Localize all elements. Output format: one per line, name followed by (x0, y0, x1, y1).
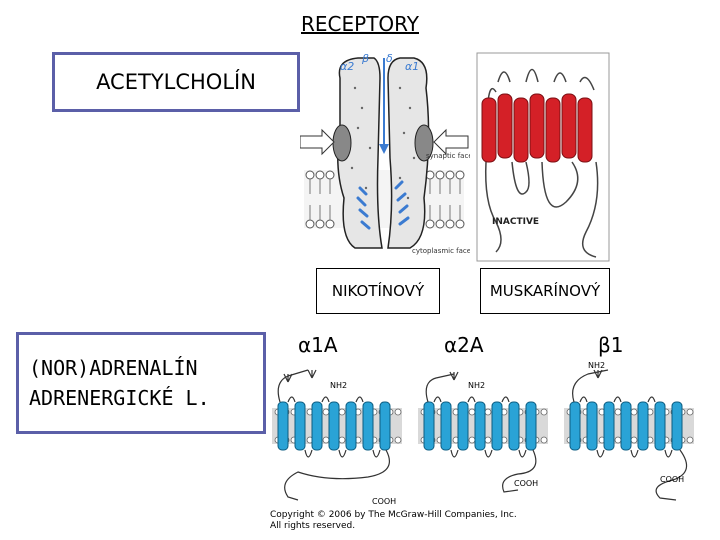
alpha1a-nh2: NH2 (330, 381, 347, 390)
beta1-cooh: COOH (660, 475, 684, 484)
copyright-line2: All rights reserved. (270, 521, 356, 531)
subunit-a2: α2 (340, 60, 354, 73)
acetylcholine-box: ACETYLCHOLÍN (52, 52, 300, 112)
alpha2a-cooh: COOH (514, 479, 538, 488)
alpha1a-receptor: α1A NH2 COOH (271, 333, 403, 506)
alpha2a-label: α2A (444, 333, 484, 357)
muscarinic-receptor-diagram: INACTIVE (476, 52, 610, 262)
muscarinic-helices (481, 93, 593, 163)
subunit-d: δ (386, 52, 393, 65)
acetylcholine-label: ACETYLCHOLÍN (96, 70, 256, 94)
copyright-line1: Copyright © 2006 by The McGraw-Hill Comp… (270, 510, 517, 520)
nicotinic-receptor-diagram: α2 β δ α1 synaptic face cytoplasmic face (300, 52, 470, 255)
adrenaline-box: (NOR)ADRENALÍN ADRENERGICKÉ L. (16, 332, 266, 434)
membrane (304, 170, 465, 229)
beta1-receptor: β1 NH2 COOH (563, 333, 695, 501)
right-ligand-arrow (433, 128, 469, 156)
beta1-nh2: NH2 (588, 361, 605, 370)
left-ligand-arrow (300, 128, 335, 156)
channel-arrow (379, 58, 389, 154)
muscarinic-label: MUSKARÍNOVÝ (480, 268, 610, 314)
alpha1a-label: α1A (298, 333, 338, 357)
synaptic-face-label: synaptic face (426, 152, 470, 160)
adrenaline-label: (NOR)ADRENALÍN (29, 356, 198, 380)
inactive-label: INACTIVE (492, 217, 539, 227)
beta1-label: β1 (598, 333, 624, 357)
adrenergic-label: ADRENERGICKÉ L. (29, 386, 210, 410)
alpha2a-receptor: α2A NH2 COOH (417, 333, 549, 493)
copyright-notice: Copyright © 2006 by The McGraw-Hill Comp… (270, 510, 517, 532)
muscarinic-loops (484, 68, 599, 258)
cytoplasmic-face-label: cytoplasmic face (412, 247, 470, 255)
subunit-a1: α1 (405, 60, 419, 73)
subunit-b: β (361, 52, 369, 65)
glycosylation-marks (283, 369, 603, 383)
receptor-body (332, 57, 434, 249)
page-title: RECEPTORY (301, 12, 419, 36)
alpha1a-cooh: COOH (372, 497, 396, 506)
adrenergic-receptors-diagram: α1A NH2 COOH α2A NH2 COOH β1 NH2 COOH (271, 333, 695, 506)
nicotinic-label: NIKOTÍNOVÝ (316, 268, 440, 314)
alpha2a-nh2: NH2 (468, 381, 485, 390)
